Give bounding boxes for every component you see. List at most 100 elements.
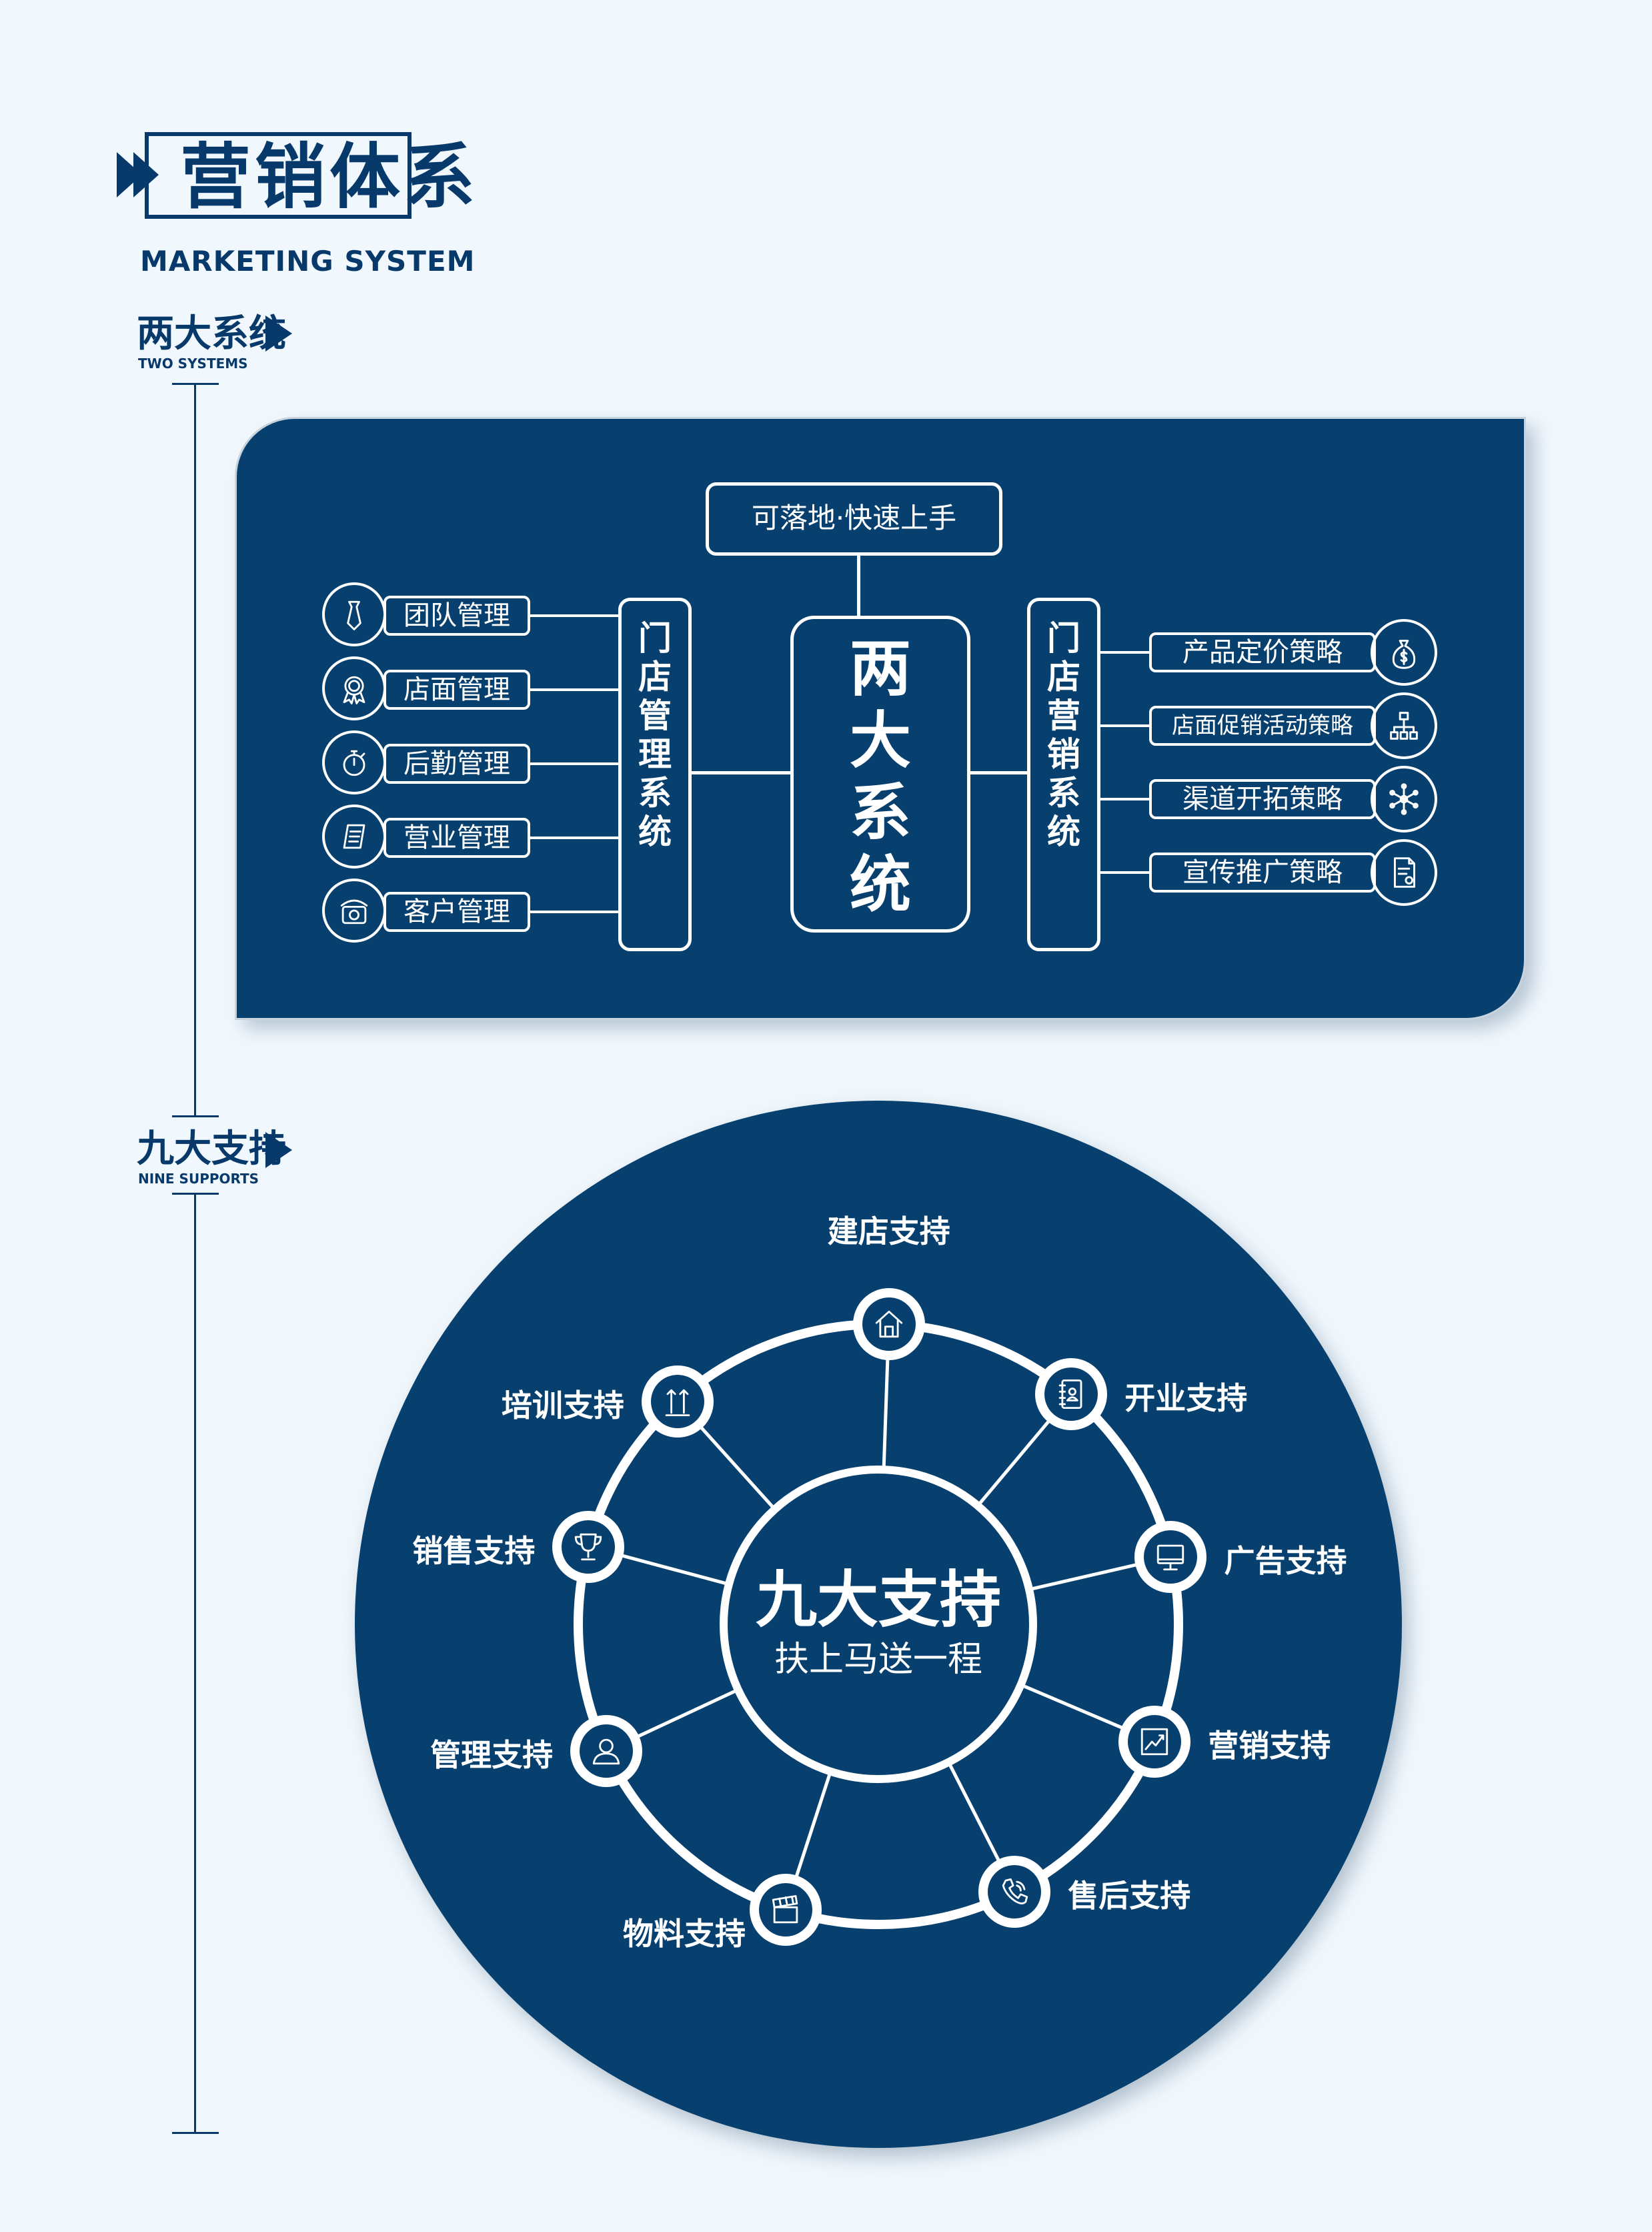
stopwatch-icon: [343, 750, 365, 776]
section-title-two-systems: 两大系统: [137, 312, 286, 356]
right-system-char: 门: [1047, 619, 1080, 658]
center-subtitle: 扶上马送一程: [774, 1640, 982, 1680]
right-system-box: [1027, 598, 1100, 951]
page-title: 营销体系: [180, 135, 479, 218]
money-bag-icon: [1392, 640, 1416, 669]
right-system-char: 统: [1047, 812, 1080, 851]
top-label: 可落地·快速上手: [751, 502, 957, 534]
connector-line: [857, 556, 860, 616]
telephone-icon: [322, 879, 386, 943]
left-system-char: 店: [638, 658, 672, 696]
left-system-char: 统: [638, 812, 672, 851]
tie-icon: [322, 582, 386, 646]
left-system-char: 门: [638, 619, 672, 658]
connector-line: [530, 911, 618, 913]
tie-icon: [347, 600, 361, 630]
timeline-line: [194, 1193, 196, 2133]
center-system-box: [790, 616, 970, 933]
right-item-label: 产品定价策略: [1149, 632, 1376, 672]
two-systems-panel: 可落地·快速上手 两大系统 门店管理系统 门店营销系统 团队管理店面管理后勤管理…: [235, 417, 1526, 1020]
connector-line: [530, 762, 618, 765]
connector-line: [970, 771, 1027, 774]
right-item-label: 店面促销活动策略: [1149, 706, 1376, 746]
support-label: 管理支持: [430, 1737, 554, 1774]
left-system-char: 管: [638, 696, 672, 735]
top-label-box: 可落地·快速上手: [706, 482, 1002, 556]
ledger-icon: [343, 824, 365, 849]
left-system-box: [618, 598, 692, 951]
person-icon: [593, 1738, 620, 1765]
section-pointer-icon: [265, 316, 292, 352]
right-item-label: 宣传推广策略: [1149, 853, 1376, 893]
money-bag-icon: [1371, 619, 1437, 686]
support-node: [978, 1855, 1051, 1928]
center-system-title: 两大系统: [790, 632, 970, 921]
connector-line: [530, 688, 618, 691]
support-node: [570, 1715, 643, 1788]
left-system-char: 系: [638, 774, 672, 812]
timeline-tick: [172, 1115, 219, 1117]
support-label: 开业支持: [1124, 1380, 1248, 1417]
connector-line: [1100, 724, 1150, 727]
right-system-char: 营: [1047, 696, 1080, 735]
timeline-tick: [172, 2132, 219, 2134]
support-label: 售后支持: [1068, 1877, 1191, 1914]
left-system-label: 门店管理系统: [618, 619, 692, 851]
document-certificate-icon: [1371, 839, 1437, 906]
connector-line: [530, 836, 618, 839]
support-label: 营销支持: [1208, 1727, 1331, 1764]
timeline-line: [194, 383, 196, 1117]
connector-line: [692, 771, 790, 774]
support-node: [552, 1510, 625, 1583]
support-node: [749, 1873, 822, 1946]
support-label: 建店支持: [827, 1213, 950, 1250]
stopwatch-icon: [322, 730, 386, 794]
network-icon: [1389, 783, 1419, 815]
ledger-icon: [322, 804, 386, 869]
address-book-icon: [1058, 1379, 1082, 1410]
section-title-nine-supports: 九大支持: [137, 1127, 286, 1171]
right-system-char: 店: [1047, 658, 1080, 696]
connector-line: [1100, 798, 1150, 800]
trophy-icon: [575, 1533, 602, 1560]
connector-line: [1100, 871, 1150, 874]
support-label: 销售支持: [412, 1532, 536, 1569]
clapperboard-icon: [772, 1894, 798, 1924]
right-item-label: 渠道开拓策略: [1149, 779, 1376, 819]
support-node: [641, 1365, 714, 1438]
center-title: 九大支持: [755, 1564, 1001, 1636]
left-system-char: 理: [638, 735, 672, 774]
telephone-icon: [340, 899, 368, 925]
network-icon: [1371, 766, 1437, 832]
left-item-label: 团队管理: [383, 596, 530, 636]
section-pointer-icon: [265, 1132, 292, 1168]
house-icon: [875, 1311, 902, 1338]
phone-handset-icon: [1002, 1878, 1028, 1904]
right-system-label: 门店营销系统: [1027, 619, 1100, 851]
award-badge-icon: [322, 656, 386, 720]
center-ring: [720, 1466, 1037, 1783]
connector-line: [1100, 651, 1150, 654]
center-system-char: 统: [849, 849, 911, 921]
left-item-label: 后勤管理: [383, 744, 530, 784]
org-chart-icon: [1371, 692, 1437, 759]
left-item-label: 客户管理: [383, 892, 530, 932]
center-system-char: 系: [849, 776, 911, 849]
nine-supports-circle: 九大支持 扶上马送一程 建店支持开业支持广告支持营销支持售后支持物料支持管理支持…: [355, 1101, 1402, 2148]
header-title-frame: [145, 132, 411, 219]
support-node: [1035, 1358, 1108, 1431]
support-node: [1118, 1705, 1191, 1778]
award-badge-icon: [343, 676, 365, 704]
document-certificate-icon: [1393, 857, 1415, 888]
right-system-char: 系: [1047, 774, 1080, 812]
left-item-label: 营业管理: [383, 818, 530, 858]
center-system-char: 大: [849, 704, 911, 776]
upload-arrows-icon: [665, 1389, 690, 1416]
support-label: 广告支持: [1224, 1542, 1347, 1579]
support-label: 培训支持: [501, 1387, 624, 1424]
monitor-icon: [1157, 1544, 1184, 1570]
right-system-char: 销: [1047, 735, 1080, 774]
support-node: [1134, 1520, 1207, 1593]
center-system-char: 两: [849, 632, 911, 704]
section-subtitle-two-systems: TWO SYSTEMS: [138, 356, 248, 372]
